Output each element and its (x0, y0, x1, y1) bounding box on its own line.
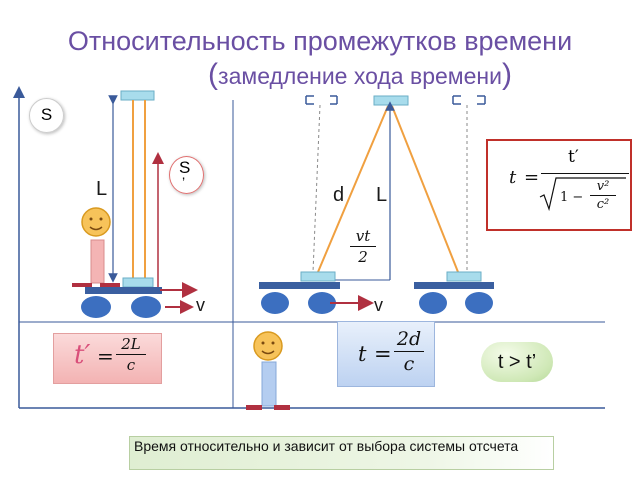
observer-head-1 (81, 207, 111, 237)
velocity-label-left: v (196, 295, 205, 315)
ghost-mirror-top-2 (452, 95, 486, 105)
formula-t-prime-den: c (126, 356, 136, 374)
formula-t-prime-num: 2L (121, 335, 141, 353)
formula-t-den: c (403, 353, 415, 375)
half-path-num: vt (355, 227, 371, 245)
title-line-1: Относительность промежутков времени (67, 26, 573, 56)
formula-t-lhs: t (358, 342, 367, 366)
formula-t-prime-fraction: 2L c (116, 335, 146, 374)
formula-dilation-ratio: v² c² (590, 179, 616, 212)
wheel-left-1 (81, 296, 111, 318)
light-path-up (317, 105, 389, 273)
sqrt-sign (539, 177, 626, 212)
frame-label-s: S (29, 98, 64, 133)
light-path-down (391, 105, 459, 273)
frame-label-prime-mark: ’ (182, 174, 186, 190)
formula-t-prime-box: t′ = 2L c (53, 333, 162, 384)
mirror-bottom-left (122, 277, 154, 288)
wheel-right-3 (419, 292, 447, 314)
formula-t-fraction: 2d c (394, 328, 424, 375)
formula-dilation-lhs: t (509, 167, 517, 188)
half-path-fraction: vt 2 (350, 227, 376, 266)
title-line-2: (замедление хода времени) (40, 58, 640, 92)
formula-dilation-v2: v² (596, 179, 610, 194)
formula-dilation-eq: = (524, 167, 540, 188)
frame-label-s-prime-circle: S ’ (169, 156, 204, 194)
title-subtitle: замедление хода времени (218, 63, 502, 89)
formula-t-box: t = 2d c (337, 321, 435, 387)
half-path-den: 2 (358, 248, 368, 266)
wheel-right-1 (261, 292, 289, 314)
wheel-right-2 (308, 292, 336, 314)
mirror-bottom-right-1 (300, 271, 336, 282)
mirror-top-left (120, 90, 155, 101)
formula-dilation-c2: c² (596, 197, 610, 212)
formula-t-eq: = (374, 342, 392, 366)
wheel-left-2 (131, 296, 161, 318)
ghost-mirror-top-1 (305, 95, 338, 105)
length-label-left: L (96, 178, 108, 200)
velocity-label-right: v (374, 295, 383, 315)
formula-t-num: 2d (396, 328, 422, 350)
wheel-right-4 (465, 292, 493, 314)
cart-platform-right-1 (259, 282, 340, 289)
mirror-bottom-right-2 (446, 271, 482, 282)
formula-dilation-box: t = t′ 1 − v² c² (486, 139, 632, 231)
observer-head-2 (253, 331, 283, 361)
formula-t-prime-lhs: t′ (74, 340, 91, 370)
formula-dilation-num: t′ (568, 147, 579, 167)
cart-platform-left (85, 287, 162, 294)
mirror-top-right (373, 95, 409, 106)
comparison-badge: t > t’ (481, 342, 553, 382)
diagonal-label: d (333, 184, 345, 206)
title-paren-open: ( (208, 58, 219, 91)
formula-dilation-root-one: 1 − (560, 190, 584, 205)
length-label-right: L (376, 184, 388, 206)
observer-body-1 (90, 239, 105, 284)
title-paren-close: ) (501, 58, 512, 91)
frame-label-s-prime: S (179, 158, 191, 177)
ghost-trace-1 (312, 104, 321, 273)
conclusion-note: Время относительно и зависит от выбора с… (129, 436, 554, 470)
cart-platform-right-2 (414, 282, 494, 289)
observer-body-2 (261, 361, 277, 407)
formula-t-prime-eq: = (97, 344, 114, 368)
